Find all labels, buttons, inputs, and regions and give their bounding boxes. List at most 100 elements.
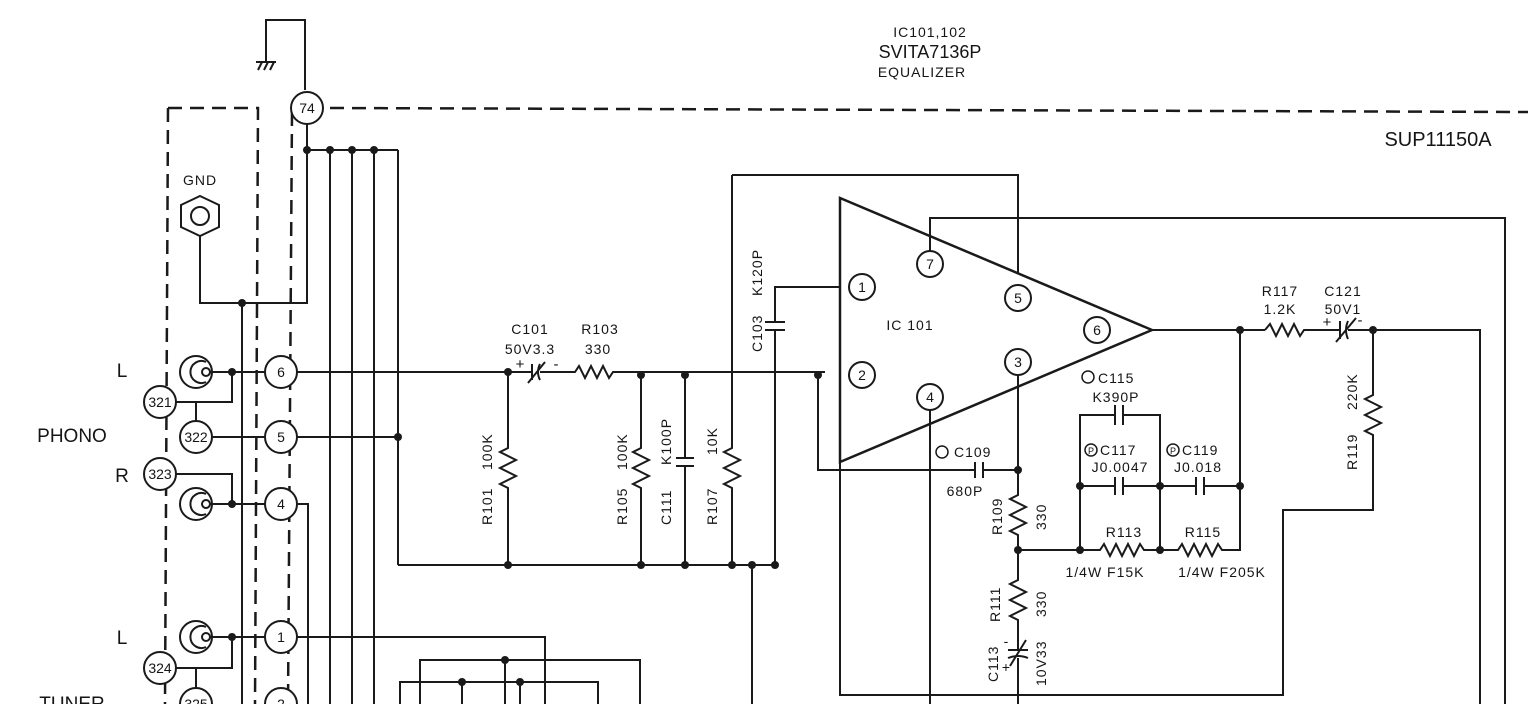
ic-pin-1-label: 1 [858,279,866,295]
capacitor-c101: C101 50V3.3 + - [505,321,560,384]
resistor-r119: R119 220K [1344,330,1384,470]
bus-lines [303,124,399,704]
c111-value: K100P [658,418,674,465]
capacitor-c103: C103 K120P [749,249,848,565]
ic101-opamp: IC 101 1 2 3 4 5 6 7 [838,196,1156,464]
r111-value: 330 [1033,591,1049,617]
ground-symbol [256,19,306,90]
ic-pin-3-label: 3 [1014,354,1022,370]
c121-value: 50V1 [1325,301,1362,317]
ic-part-label: SVITA7136P [879,42,982,62]
ic-pin-2: 2 [848,361,876,389]
resistor-r101: R101 100K [479,372,519,565]
r119-value: 220K [1344,373,1360,410]
feedback-network: C115 K390P P C117 J0.0047 P C119 J0.018 … [1065,330,1265,580]
svg-text:+: + [1002,659,1010,675]
r101-value: 100K [479,433,495,470]
phono-right-label: R [115,466,129,487]
c113-value: 10V33 [1033,641,1049,686]
r103-value: 330 [585,341,611,357]
c115-ref: C115 [1098,370,1134,386]
connector-pin-74: 74 [290,91,324,125]
jack-pin-324-label: 324 [148,660,172,676]
line-pin-6: 6 [264,355,298,389]
ic-pin-7: 7 [916,250,944,278]
jack-pin-321-label: 321 [148,394,172,410]
r113-value: 1/4W F15K [1065,564,1144,580]
jack-pin-322: 322 [179,420,213,454]
r107-value: 10K [704,427,720,455]
phono-label: PHONO [37,426,107,447]
jack-wiring [176,368,265,704]
r117-ref: R117 [1262,283,1298,299]
svg-text:-: - [554,356,559,373]
jack-pin-324: 324 [143,651,177,685]
r105-ref: R105 [614,488,630,525]
ic-pin-5: 5 [1004,284,1032,312]
signal-wires [297,371,775,704]
tuner-switch-network [399,656,641,704]
ic-pin-4: 4 [916,383,944,411]
board-outline [163,106,1528,704]
line-pin-1: 1 [264,620,298,654]
c117-ref: C117 [1100,442,1136,458]
ic-pin-4-label: 4 [926,389,934,405]
ic-pin-6-label: 6 [1093,322,1101,338]
c109-value: 680P [947,483,984,499]
line-pin-6-label: 6 [277,364,285,380]
r109-value: 330 [1033,504,1049,530]
c101-ref: C101 [511,321,548,337]
jack-pin-322-label: 322 [184,429,208,445]
ic-refs-label: IC101,102 [893,24,967,40]
r107-ref: R107 [704,488,720,525]
jack-pin-325: 325 [179,687,213,704]
resistor-r105: R105 100K [614,375,652,565]
resistor-r103: R103 330 [560,321,825,381]
c115-value: K390P [1092,389,1139,405]
ic-pin-7-label: 7 [926,256,934,272]
r113-ref: R113 [1106,524,1142,540]
c111-ref: C111 [658,490,674,525]
line-pin-1-label: 1 [277,629,285,645]
line-pin-2: 2 [264,687,298,704]
r109-ref: R109 [989,498,1005,535]
c101-value: 50V3.3 [505,341,555,357]
r101-ref: R101 [479,488,495,525]
rca-jack-phono-l [179,355,213,389]
r115-value: 1/4W F205K [1178,564,1266,580]
c109-ref: C109 [954,444,991,460]
resistor-r117: R117 1.2K [1262,283,1332,339]
capacitor-c113: - + C113 10V33 [985,633,1049,704]
tuner-left-label: L [117,628,128,649]
jack-pin-325-label: 325 [184,696,208,704]
board-id-label: SUP11150A [1384,129,1492,151]
ic-pin-1: 1 [848,273,876,301]
ic-function-label: EQUALIZER [878,64,966,80]
r103-ref: R103 [581,321,618,337]
svg-text:+: + [1323,314,1332,331]
jack-pin-321: 321 [143,385,177,419]
svg-text:-: - [1004,633,1009,649]
r119-ref: R119 [1344,434,1360,470]
resistor-r107: R107 10K [704,174,1019,565]
capacitor-c109: C109 680P [935,444,1018,499]
r115-ref: R115 [1185,524,1221,540]
r111-ref: R111 [987,587,1003,622]
ic-pin-3: 3 [1004,348,1032,376]
jack-pin-323-label: 323 [148,466,172,482]
r105-value: 100K [614,433,630,470]
svg-text:+: + [516,356,525,373]
c119-value: J0.018 [1174,459,1222,475]
connector-pin-74-label: 74 [299,100,315,116]
c113-ref: C113 [985,646,1001,682]
c103-value: K120P [749,249,765,296]
capacitor-c111: C111 K100P [658,375,694,565]
line-pin-5: 5 [264,420,298,454]
ic101-label: IC 101 [886,317,933,333]
line-pin-4-label: 4 [277,496,285,512]
rca-jack-phono-r [179,487,213,521]
ic-pin-2-label: 2 [858,367,866,383]
rca-jack-tuner-l [179,620,213,654]
ic-pin-5-label: 5 [1014,290,1022,306]
jack-pin-323: 323 [143,457,177,491]
